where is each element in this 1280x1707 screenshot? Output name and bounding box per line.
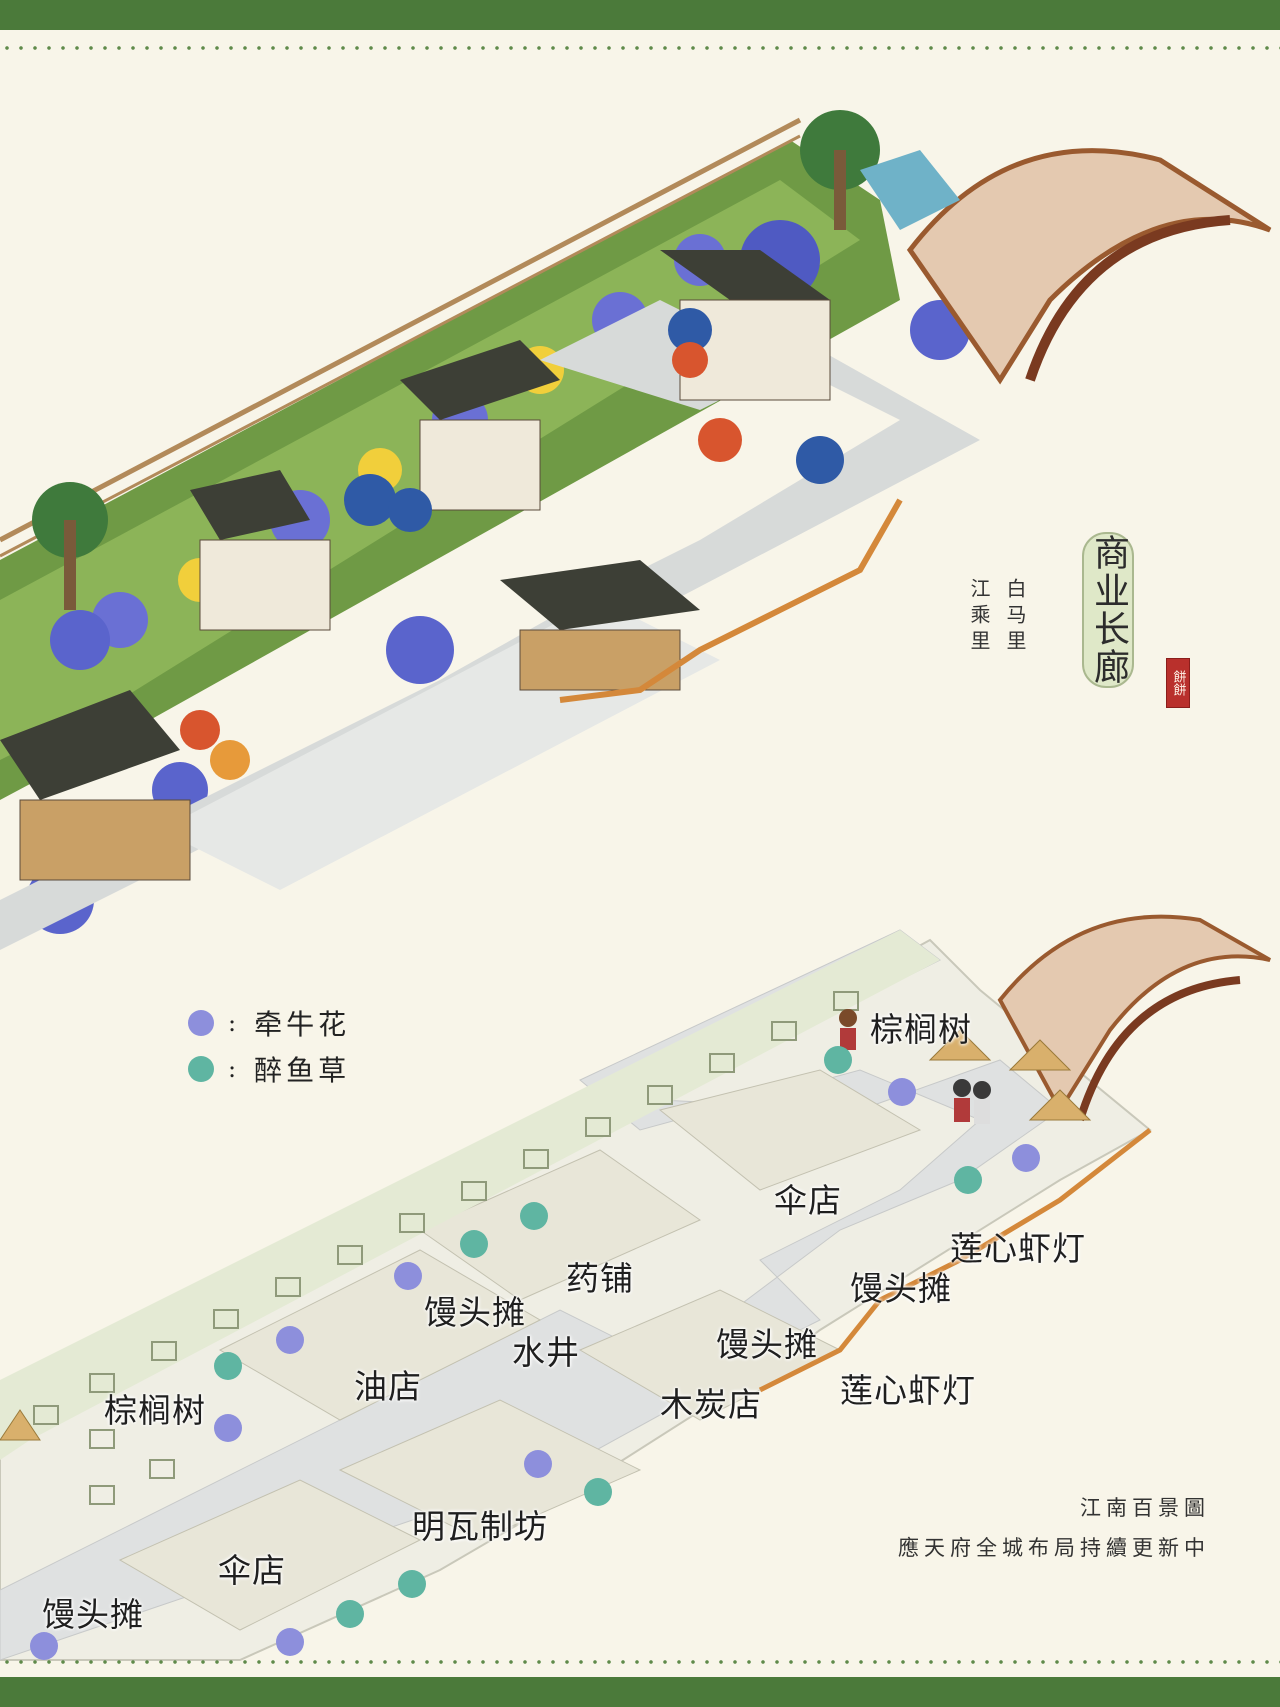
map-butterfly-bush-markers xyxy=(214,1046,982,1628)
map-label-bun-stall: 馒头摊 xyxy=(716,1325,818,1364)
map-label-bun-stall: 馒头摊 xyxy=(424,1293,526,1332)
platform-edge xyxy=(559,498,903,703)
map-straw-umbrellas xyxy=(0,1029,1092,1441)
map-bridge-arch xyxy=(1076,976,1241,1122)
legend-label: 牵牛花 xyxy=(254,1008,351,1041)
map-label-umbrella-shop: 伞店 xyxy=(774,1181,842,1220)
map-label-lotus-shrimp-lamp: 莲心虾灯 xyxy=(840,1371,976,1410)
fence-rail xyxy=(0,117,802,543)
map-label-bun-stall: 馒头摊 xyxy=(42,1595,144,1634)
poem-line-1: 白马里 xyxy=(1003,578,1027,656)
plot-tile-workshop xyxy=(338,1399,642,1541)
plot-umbrella-shop-2 xyxy=(118,1479,422,1631)
map-platform-edge xyxy=(758,1128,1152,1393)
map-label-umbrella-shop: 伞店 xyxy=(218,1551,286,1590)
artist-seal: 餅餅 xyxy=(1166,658,1190,708)
map-label-well: 水井 xyxy=(512,1333,580,1372)
map-characters xyxy=(839,1009,991,1124)
bottom-dotted-border xyxy=(0,1660,1280,1664)
map-label-bun-stall: 馒头摊 xyxy=(850,1269,952,1308)
buildings xyxy=(0,250,831,881)
map-label-oil-shop: 油店 xyxy=(354,1367,422,1406)
legend-item-butterfly-bush: : 醉鱼草 xyxy=(188,1046,350,1092)
arched-bridge xyxy=(906,148,1272,385)
commercial-corridor-illustration xyxy=(0,110,1272,950)
map-label-palm: 棕榈树 xyxy=(104,1391,206,1430)
poem-line-2: 江乘里 xyxy=(967,578,991,656)
petunia-legend-dot xyxy=(188,1010,214,1036)
plot-umbrella-shop xyxy=(658,1069,922,1191)
bottom-frame-band xyxy=(0,1677,1280,1707)
map-label-palm: 棕榈树 xyxy=(870,1010,972,1049)
map-fence-boxes xyxy=(33,991,859,1505)
map-arched-bridge xyxy=(997,914,1271,1114)
top-frame-band xyxy=(0,0,1280,30)
legend: : 牵牛花 : 醉鱼草 xyxy=(188,1000,350,1092)
plot-pharmacy xyxy=(418,1149,702,1301)
legend-item-petunia: : 牵牛花 xyxy=(188,1000,350,1046)
pond xyxy=(860,150,960,230)
caption-title: 江南百景圖 xyxy=(1080,1496,1210,1520)
map-label-lotus-shrimp-lamp: 莲心虾灯 xyxy=(950,1229,1086,1268)
page-title: 商业长廊 xyxy=(1082,532,1134,688)
plot-oil-shop xyxy=(218,1249,542,1421)
map-label-tile-workshop: 明瓦制坊 xyxy=(412,1507,548,1546)
butterfly-bush-legend-dot xyxy=(188,1056,214,1082)
map-label-charcoal-shop: 木炭店 xyxy=(660,1385,762,1424)
caption-subtitle: 應天府全城布局持續更新中 xyxy=(898,1536,1210,1560)
legend-label: 醉鱼草 xyxy=(254,1054,351,1087)
map-label-pharmacy: 药铺 xyxy=(566,1259,634,1298)
umbrellas xyxy=(180,308,844,780)
map-petunia-markers xyxy=(30,1078,1040,1660)
top-dotted-border xyxy=(0,46,1280,50)
bridge-arch xyxy=(1025,215,1231,382)
fence-rail-lower xyxy=(0,134,801,558)
